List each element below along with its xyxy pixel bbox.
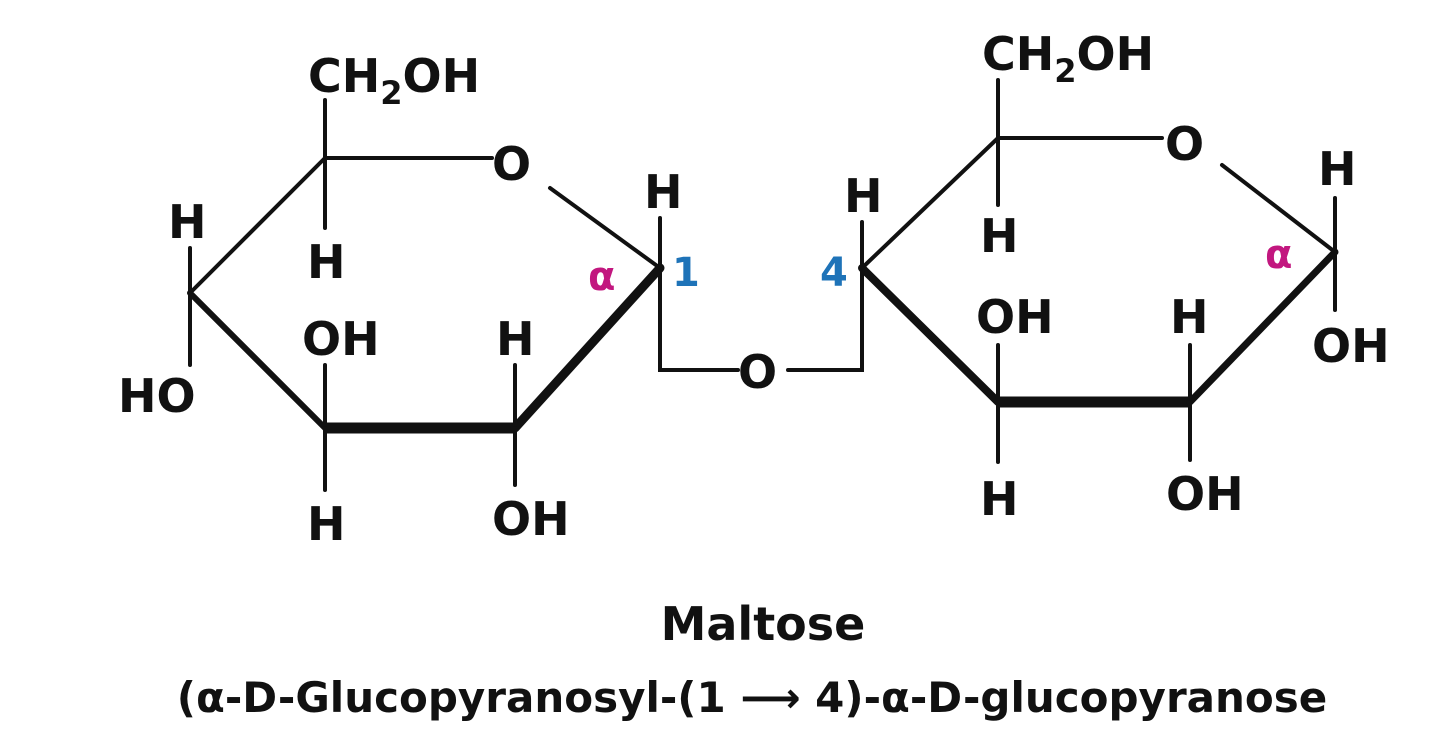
left-ring-bonds (187, 98, 665, 492)
right-c2-h-label: H (1170, 290, 1209, 344)
right-c4-position-label: 4 (820, 250, 848, 296)
left-c4-ho-label: HO (118, 369, 196, 423)
right-c1-h-label: H (1318, 142, 1357, 196)
right-ch2oh-label: CH2OH (982, 27, 1154, 90)
left-c1-h-label: H (644, 165, 683, 219)
right-c5-h-label: H (980, 209, 1019, 263)
right-c3-oh-label: OH (976, 290, 1054, 344)
left-c5-c4-bond (188, 156, 327, 295)
left-ring-oxygen-label: O (492, 137, 531, 191)
glycosidic-oxygen-label: O (738, 345, 777, 399)
right-c1-oh-label: OH (1312, 319, 1390, 373)
left-alpha-label: α (588, 254, 615, 300)
right-c2-c1-bond (1186, 248, 1339, 406)
glycosidic-linkage-bonds (658, 266, 864, 372)
left-c3-oh-label: OH (302, 312, 380, 366)
caption-systematic-name: (α-D-Glucopyranosyl-(1 ⟶ 4)-α-D-glucopyr… (177, 673, 1327, 722)
right-c3-h-label: H (980, 472, 1019, 526)
left-c4-h-label: H (168, 195, 207, 249)
left-o-c1-bond (548, 186, 662, 270)
left-ch2oh-label: CH2OH (308, 49, 480, 112)
right-alpha-label: α (1265, 232, 1292, 278)
c1-glycosidic-o-bond (658, 266, 740, 372)
right-c2-oh-label: OH (1166, 467, 1244, 521)
right-c4-h-label: H (844, 169, 883, 223)
left-c2-c1-bond (510, 263, 665, 433)
left-c2-oh-label: OH (492, 492, 570, 546)
left-c5-h-label: H (307, 235, 346, 289)
left-c2-h-label: H (496, 312, 535, 366)
caption-title: Maltose (661, 597, 866, 651)
glycosidic-o-c4-bond (786, 266, 864, 372)
right-ring-bonds (858, 78, 1339, 464)
right-ring-oxygen-label: O (1165, 117, 1204, 171)
left-c4-c3-bond (187, 290, 328, 431)
left-c3-h-label: H (307, 497, 346, 551)
left-c1-position-label: 1 (672, 250, 700, 296)
right-c4-c3-bond (858, 264, 1002, 406)
right-c5-c4-bond (860, 136, 1000, 270)
right-o-c1-bond (1220, 163, 1337, 254)
